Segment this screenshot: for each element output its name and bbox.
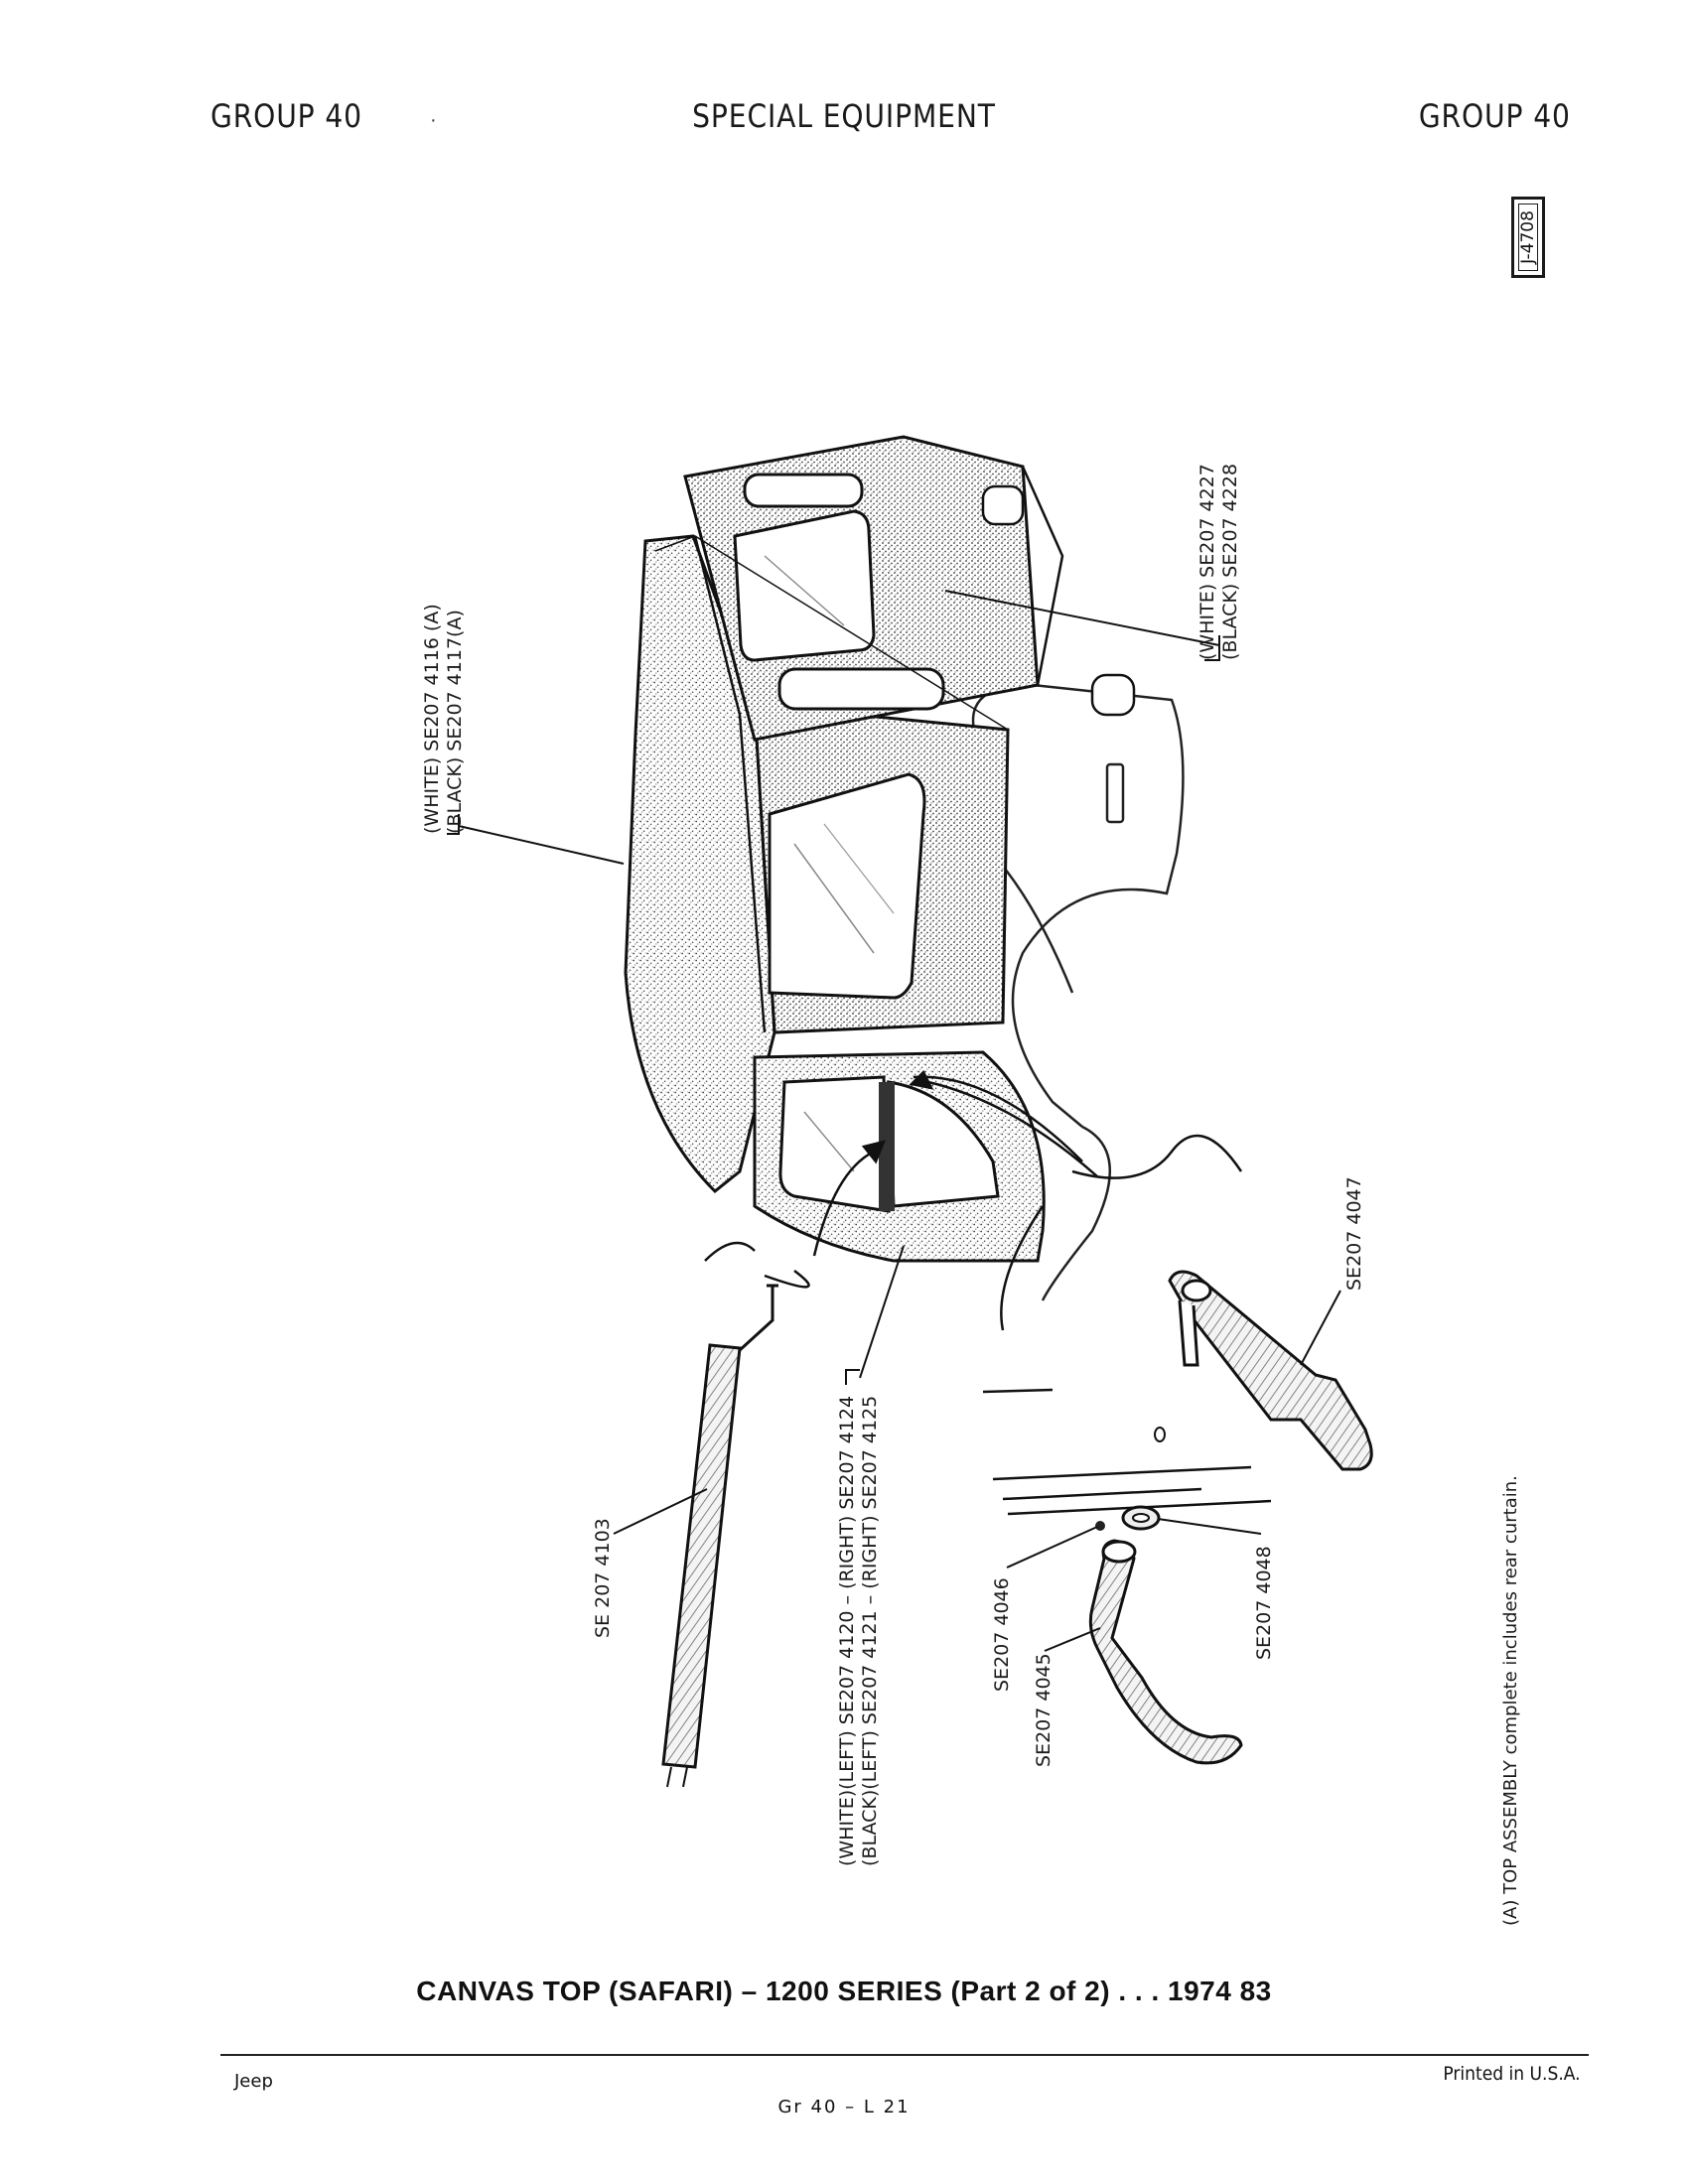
plate-id-box: J-4708 [1511, 197, 1545, 278]
callout-door-white: (WHITE)(LEFT) SE207 4120 – (RIGHT) SE207… [836, 1395, 858, 1866]
handle-part [1088, 1505, 1243, 1765]
callout-rod: SE 207 4103 [592, 1518, 615, 1638]
callout-door: (WHITE)(LEFT) SE207 4120 – (RIGHT) SE207… [836, 1396, 882, 1866]
rod-part [661, 1284, 778, 1788]
top-assembly [624, 435, 1136, 1194]
footer-page-ref: Gr 40 – L 21 [777, 2097, 911, 2117]
footer-printed: Printed in U.S.A. [1443, 2063, 1581, 2085]
callout-bracket: SE207 4047 [1343, 1176, 1366, 1291]
callout-screw-text: SE207 4046 [991, 1577, 1013, 1692]
callout-door-black: (BLACK)(LEFT) SE207 4121 – (RIGHT) SE207… [859, 1395, 881, 1866]
callout-top-assembly: (WHITE) SE207 4116 (A) (BLACK) SE207 411… [421, 604, 467, 834]
footnote-text: (A) TOP ASSEMBLY complete includes rear … [1500, 1475, 1521, 1926]
footnote: (A) TOP ASSEMBLY complete includes rear … [1499, 1475, 1522, 1926]
callout-top-assembly-black: (BLACK) SE207 4117(A) [444, 610, 466, 834]
callout-screw: SE207 4046 [991, 1577, 1014, 1692]
footer-brand: Jeep [234, 2071, 273, 2092]
callout-washer: SE207 4048 [1253, 1546, 1276, 1660]
page-caption: CANVAS TOP (SAFARI) – 1200 SERIES (Part … [416, 1976, 1272, 2006]
callout-rear-panel-white: (WHITE) SE207 4227 [1196, 464, 1218, 660]
stray-mark: · [430, 109, 437, 131]
bracket-part [1154, 1270, 1373, 1471]
leader-lines [447, 590, 1341, 1652]
callout-rear-panel: (WHITE) SE207 4227 (BLACK) SE207 4228 [1196, 464, 1242, 660]
callout-bracket-text: SE207 4047 [1343, 1176, 1365, 1291]
callout-rear-panel-black: (BLACK) SE207 4228 [1219, 463, 1241, 660]
callout-handle-text: SE207 4045 [1033, 1653, 1055, 1767]
footer-rule [220, 2054, 1589, 2056]
header-group-right: GROUP 40 [1419, 97, 1571, 135]
callout-rod-text: SE 207 4103 [592, 1518, 614, 1638]
callout-washer-text: SE207 4048 [1253, 1546, 1275, 1660]
callout-top-assembly-white: (WHITE) SE207 4116 (A) [421, 604, 443, 834]
callout-handle: SE207 4045 [1033, 1653, 1055, 1767]
header-title: SPECIAL EQUIPMENT [692, 97, 996, 135]
door [753, 1050, 1046, 1263]
header-group-left: GROUP 40 [211, 97, 362, 135]
